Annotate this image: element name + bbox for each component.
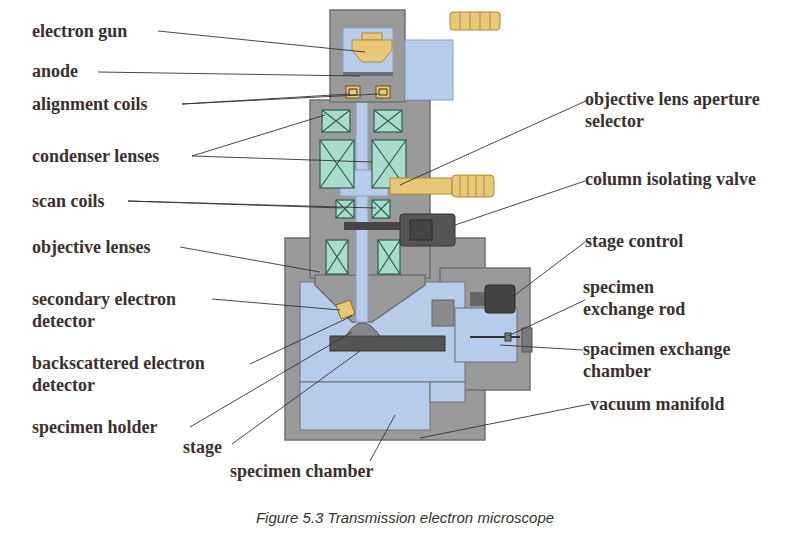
part-label: objective lens aperture selector [585, 88, 765, 132]
leader-lines-part [508, 300, 585, 336]
part-label: secondary electron detector [32, 288, 222, 332]
electron-gun-part [330, 10, 405, 102]
part-label: electron gun [32, 20, 232, 42]
stage-assembly-part [470, 292, 485, 306]
lens-coils-part [322, 110, 350, 132]
leader-lines-part [192, 156, 372, 162]
lens-coils-part [372, 200, 390, 218]
part-label: objective lenses [32, 236, 232, 258]
leader-lines-part [192, 115, 325, 156]
stage-assembly-part [485, 285, 515, 313]
column-body [310, 100, 430, 322]
part-label: anode [32, 60, 152, 82]
part-label: specimen exchange rod [583, 276, 723, 320]
leader-lines-part [158, 31, 365, 52]
aperture-selector-part [460, 175, 484, 197]
leader-lines-part [182, 94, 378, 104]
specimen-chamber-housing-part [430, 382, 465, 402]
leader-lines-part [190, 332, 352, 427]
leader-lines-part [180, 247, 320, 272]
leader-lines-part [420, 404, 590, 438]
stage-assembly [330, 285, 520, 351]
leader-lines-part [212, 299, 340, 310]
leader-lines-part [455, 181, 585, 225]
stage-assembly-part [505, 333, 511, 341]
lens-coils-part [326, 240, 348, 274]
column-body-part [356, 100, 368, 322]
stage-assembly-part [330, 336, 445, 351]
column-body-part [315, 275, 425, 322]
lens-coils-part [320, 140, 354, 188]
specimen-chamber-housing-part [432, 300, 454, 326]
part-label: spacimen exchange chamber [583, 338, 778, 382]
leader-lines-part [128, 201, 376, 208]
specimen-chamber-housing-part [455, 308, 517, 362]
alignment-coils [346, 86, 390, 98]
electron-gun-part [343, 28, 393, 76]
isolating-valve [344, 214, 455, 246]
leader-lines-part [500, 345, 583, 350]
lens-coils-part [326, 240, 348, 274]
leader-lines-part [370, 415, 395, 461]
isolating-valve-part [410, 220, 432, 240]
leader-lines-part [250, 316, 352, 364]
alignment-coils-part [346, 86, 360, 98]
lens-coils-part [322, 110, 350, 132]
leader-lines-part [98, 72, 360, 76]
alignment-coils-part [376, 86, 390, 98]
electron-gun-part [450, 12, 500, 30]
lens-coils-part [378, 240, 400, 274]
specimen-chamber-housing-part [522, 328, 532, 352]
isolating-valve-part [344, 222, 400, 230]
aperture-selector-part [452, 175, 494, 197]
electron-gun-part [460, 12, 490, 30]
part-label: stage control [585, 230, 775, 252]
leader-lines-part [400, 100, 588, 185]
lens-coils-part [374, 110, 402, 132]
aperture-selector-part [390, 178, 452, 194]
aperture-selector [390, 175, 494, 197]
specimen-chamber-housing-part [300, 382, 430, 430]
lens-coils-part [336, 200, 354, 218]
leader-lines [98, 31, 590, 461]
lens-coils-part [378, 240, 400, 274]
lens-coils-part [336, 200, 354, 218]
part-label: stage [183, 436, 263, 458]
lens-coils-part [372, 200, 390, 218]
electron-gun-part [405, 40, 453, 100]
isolating-valve-part [400, 214, 455, 246]
lens-coils-part [320, 140, 354, 188]
leader-lines-part [515, 242, 585, 295]
part-label: condenser lenses [32, 145, 232, 167]
part-label: specimen chamber [230, 460, 430, 482]
part-label: vacuum manifold [590, 393, 780, 415]
electron-gun [330, 10, 500, 102]
part-label: column isolating valve [585, 168, 760, 190]
stage-assembly-part [470, 336, 520, 338]
leader-lines-part [232, 351, 360, 444]
part-label: alignment coils [32, 93, 232, 115]
part-label: specimen holder [32, 416, 232, 438]
electron-gun-part [362, 33, 382, 40]
figure-caption: Figure 5.3 Transmission electron microsc… [10, 509, 790, 526]
part-label: backscattered electron detector [32, 352, 247, 396]
part-label: scan coils [32, 190, 182, 212]
lens-coils-part [374, 110, 402, 132]
electron-gun-part [343, 72, 393, 76]
stage-assembly-part [346, 323, 380, 336]
